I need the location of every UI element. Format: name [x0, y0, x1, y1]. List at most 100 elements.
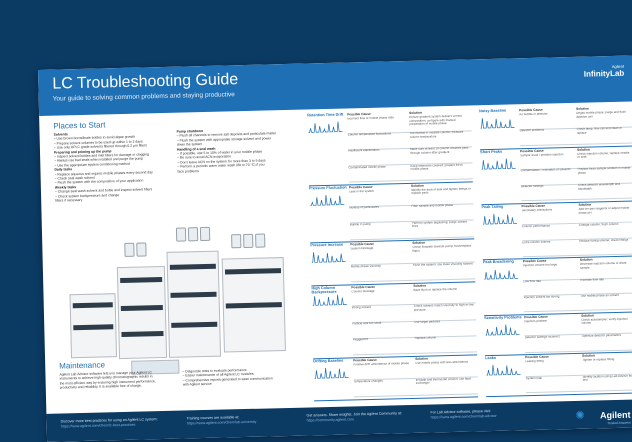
column-header-cause: Possible Cause [522, 258, 547, 264]
cause-cell: Leak in the system [349, 188, 375, 194]
solvent-bottle [199, 226, 211, 242]
solution-cell: Ensure gradient system delivers correct … [409, 114, 462, 127]
chromatogram-icon [314, 367, 349, 379]
solution-cell: Back-flush or replace the column [413, 287, 458, 292]
cause-cell: Column performance [521, 223, 551, 228]
cause-cell: Secondary interactions [521, 207, 553, 213]
module-right [221, 257, 286, 353]
chromatogram-thumbnail [310, 250, 346, 265]
solution-cell: Prepare fresh sample solution in mobile … [577, 166, 631, 175]
footer-training: Training courses are available at:https:… [186, 415, 257, 426]
solution-cell: Identify location using Lab Advisor leak… [582, 374, 632, 383]
column-header-cause: Possible Cause [348, 184, 373, 190]
solution-cell: Use mobile phase with less absorbance [415, 359, 469, 365]
column-header-cause: Possible Cause [521, 203, 546, 209]
chromatogram-icon [484, 270, 519, 280]
column-header-cause: Possible Cause [525, 354, 549, 360]
solution-cell: Reduce tubing volume; check fittings [579, 237, 629, 243]
solution-cell: Optimize detector parameters [581, 333, 622, 338]
chromatogram-thumbnail [483, 267, 519, 282]
cause-cell: System blockage [350, 246, 374, 251]
solvent-bottle [255, 233, 266, 248]
cause-cell: Contamination / mismatch of solvents [520, 168, 571, 173]
solution-cell: Check autosampler; verify injection volu… [581, 316, 628, 325]
maintenance-col-1: Agilent Lab Advisor software lets you ma… [59, 370, 179, 391]
chromatogram-thumbnail [309, 192, 345, 207]
cause-cell: Extra column volume [522, 239, 551, 244]
solution-cell: Make sure at least 10 column volumes pas… [410, 146, 469, 155]
section-label: Drifting Baseline [313, 358, 344, 363]
module-stack-2 [166, 250, 222, 358]
cause-cell: Plugged frit [352, 337, 368, 342]
places-col-2: Pump shutdown– Flush all channels to rem… [176, 127, 297, 174]
chromatogram-icon [481, 158, 516, 170]
chromatogram-icon [308, 121, 343, 133]
cause-cell: Column blockage [351, 288, 375, 294]
chromatogram-thumbnail [479, 115, 515, 130]
column-header-solution: Solution [413, 283, 427, 288]
chromatogram-thumbnail [313, 365, 349, 380]
cause-cell: Contaminated mobile phase [348, 164, 386, 170]
agilent-logo: Agilent [599, 409, 631, 421]
column-header-solution: Solution [577, 147, 590, 152]
maintenance-col-2: – Diagnostic tests to evaluate performan… [182, 367, 307, 388]
troubleshooting-poster: LC Troubleshooting Guide Your guide to s… [38, 55, 632, 442]
module-stack [116, 265, 168, 360]
section-label: Sensitivity Problems [484, 314, 522, 320]
chromatogram-thumbnail [482, 211, 518, 226]
solution-cell: Thermostat or insulate column; measure c… [409, 130, 464, 139]
section-label: Retention Time Drift [307, 112, 344, 118]
section-label: Pressure Fluctuation [308, 185, 347, 191]
chromatogram-thumbnail [312, 292, 348, 307]
solution-cell: Check injection volume; replace needle o… [577, 151, 630, 160]
cause-cell: Sample issue / problem injection [520, 152, 564, 157]
solvent-bottle [124, 242, 135, 257]
chromatogram-icon [311, 252, 346, 264]
cause-cell: Buildup of particulates [349, 205, 380, 210]
cause-cell: Mobile phase viscosity [350, 263, 381, 268]
column-header-solution: Solution [409, 110, 422, 115]
solvent-bottle [187, 227, 199, 242]
column-header-solution: Solution [412, 240, 426, 246]
column-header-solution: Solution [415, 356, 428, 361]
section-divider [314, 396, 479, 401]
solvent-bottle [243, 233, 254, 249]
cause-cell: Detector settings [520, 184, 544, 189]
solution-cell: Use mobile phase as solvent [580, 293, 620, 298]
column-header-cause: Possible Cause [351, 284, 376, 290]
solvent-bottle [175, 227, 187, 242]
chromatogram-thumbnail [307, 120, 343, 135]
column-header-cause: Possible Cause [524, 314, 548, 319]
brand-big: InfinityLab [583, 68, 625, 79]
chromatogram-icon [480, 118, 515, 129]
column-header-solution: Solution [581, 313, 594, 318]
chromatogram-icon [482, 213, 517, 225]
section-label: Peak Tailing [481, 204, 504, 210]
solution-cell: Tighten or replace fitting [582, 357, 615, 363]
column-header-solution: Solution [410, 183, 424, 188]
column-header-solution: Solution [578, 202, 592, 207]
solution-cell: Identify the area of leak and tighten fi… [411, 187, 471, 196]
cause-cell: Temperature changes [353, 378, 383, 384]
column-header-cause: Possible Cause [350, 242, 374, 247]
solution-cell: Increase flow rate [580, 277, 605, 282]
solvent-bottle [136, 242, 147, 257]
solution-cell: Check detector wavelength and bandwidth [577, 182, 621, 191]
section-label: Peak Broadening [482, 259, 514, 265]
column-header-cause: Possible Cause [353, 357, 377, 362]
section-label: Pressure Increase [310, 242, 344, 248]
cause-cell: Low flow rate [523, 278, 542, 284]
column-header-solution: Solution [582, 353, 595, 359]
solution-cell: Check flowpath towards pump; flush/repla… [412, 244, 472, 253]
